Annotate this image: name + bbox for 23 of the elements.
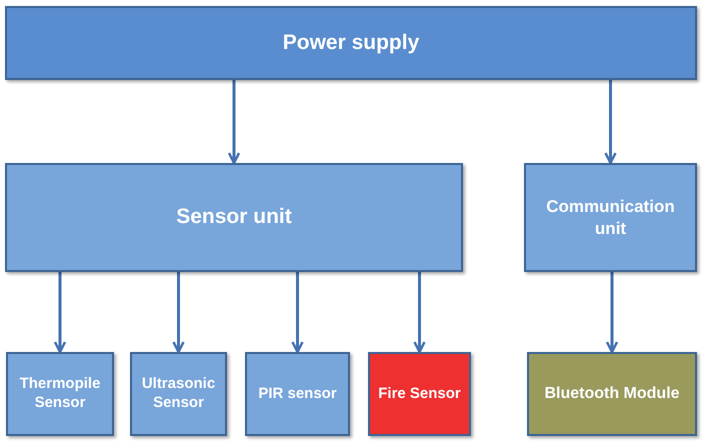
arrow (291, 272, 304, 354)
box-label: Communication unit (545, 196, 676, 239)
arrow (54, 272, 66, 354)
process-box (6, 352, 114, 436)
arrow (606, 272, 618, 354)
arrow (604, 80, 617, 164)
process-box (245, 352, 350, 436)
box-label: PIR sensor (258, 384, 337, 404)
box-label: Power supply (282, 30, 420, 56)
box-label: Ultrasonic Sensor (140, 375, 216, 413)
process-box (5, 6, 697, 80)
box-label: Fire Sensor (378, 384, 461, 404)
arrow (228, 80, 240, 164)
box-label: Sensor unit (176, 204, 292, 230)
arrow (172, 272, 185, 354)
process-box (5, 163, 463, 272)
arrow (413, 272, 426, 354)
process-box (368, 352, 471, 436)
box-label: Bluetooth Module (544, 384, 680, 404)
process-box (130, 352, 227, 436)
process-box (527, 352, 697, 436)
process-box (524, 163, 697, 272)
box-label: Thermopile Sensor (18, 375, 102, 413)
